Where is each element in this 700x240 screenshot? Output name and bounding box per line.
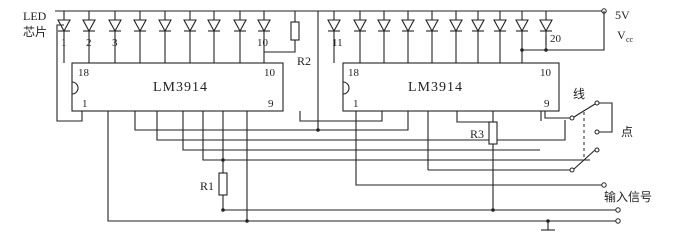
led-diode [471, 11, 485, 45]
led-diode [233, 11, 247, 45]
led-diode [158, 11, 172, 45]
ic-left-label: LM3914 [153, 80, 208, 95]
led-diode [515, 11, 529, 45]
led-diode [353, 11, 367, 45]
supply-voltage-label: 5V [615, 8, 630, 22]
ic-right-pin-10: 10 [540, 67, 552, 79]
led-diode [327, 11, 341, 45]
ic-right-pin-1: 1 [353, 98, 359, 110]
ic-right-pin-9: 9 [544, 98, 550, 110]
ic-right-label: LM3914 [408, 80, 463, 95]
led-diode [257, 11, 271, 45]
led-diode [425, 11, 439, 45]
led-diode [207, 11, 221, 45]
led-diode [183, 11, 197, 45]
led-number-10: 10 [257, 37, 269, 49]
ic-left-pin-1: 1 [82, 98, 88, 110]
led-diode [377, 11, 391, 45]
led-diode [493, 11, 507, 45]
ic-left-pin-18: 18 [78, 67, 90, 79]
led-diode [133, 11, 147, 45]
led-number-20: 20 [550, 33, 562, 45]
r3-label: R3 [470, 127, 484, 141]
led-chip-label-line2: 芯片 [23, 25, 47, 39]
mode-line-label: 线 [573, 87, 585, 101]
led-diode [108, 11, 122, 45]
led-number-1: 1 [61, 37, 67, 49]
input-signal-label: 输入信号 [604, 189, 652, 204]
led-diode [401, 11, 415, 45]
ic-left-pin-10: 10 [264, 67, 276, 79]
led-diode [82, 11, 96, 45]
led-number-3: 3 [112, 37, 118, 49]
supply-rail [55, 8, 607, 14]
ic-left-pin-9: 9 [268, 98, 274, 110]
mode-dot-label: 点 [621, 125, 633, 139]
led-diode [449, 11, 463, 45]
led-array-right [327, 11, 553, 45]
supply-vcc-label: V [617, 28, 626, 42]
led-chip-label-line1: LED [23, 9, 47, 23]
ic-right-pin-18: 18 [348, 67, 360, 79]
ic-left: LM3914 18 10 1 9 [71, 62, 284, 112]
wiring [56, 11, 621, 231]
r2-label: R2 [297, 54, 311, 68]
led-number-11: 11 [332, 37, 343, 49]
r1-label: R1 [200, 179, 214, 193]
ic-right: LM3914 18 10 1 9 [342, 62, 560, 112]
led-number-2: 2 [86, 37, 92, 49]
supply-vcc-subscript: cc [626, 35, 634, 44]
